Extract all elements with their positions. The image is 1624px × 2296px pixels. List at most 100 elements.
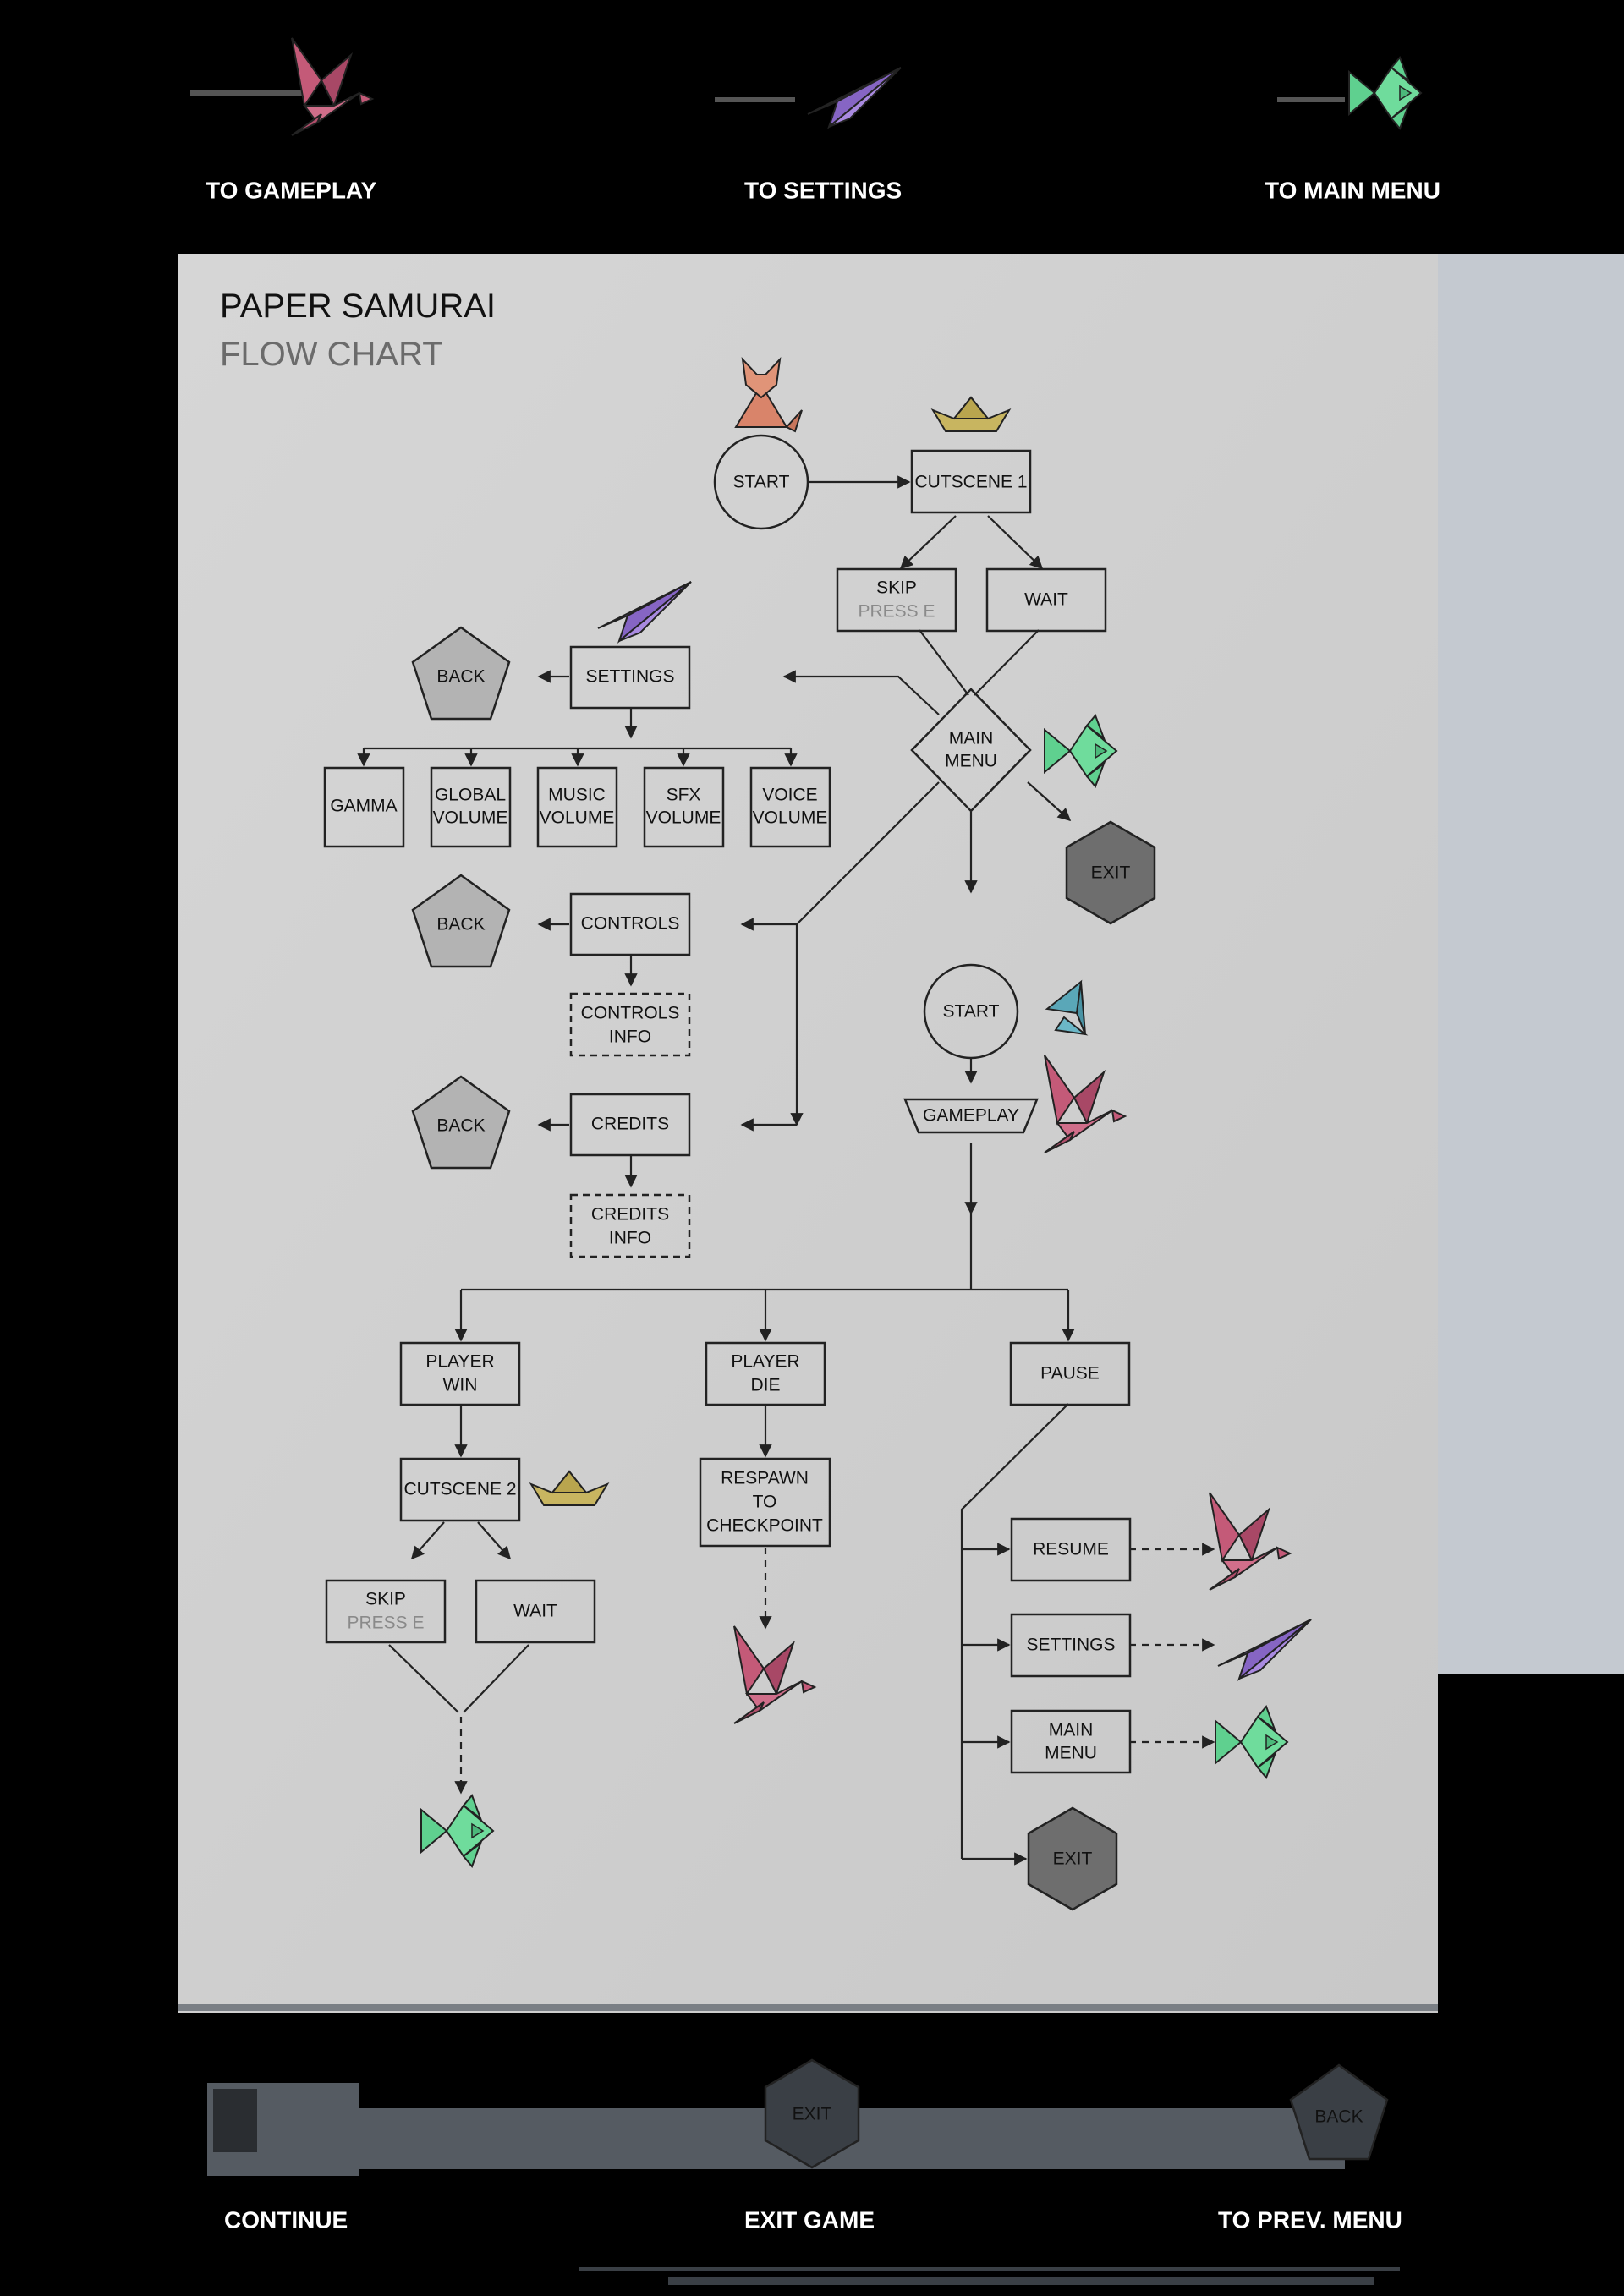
hexagon-icon [764, 2058, 860, 2169]
node-credits-info: CREDITS INFO [569, 1193, 691, 1258]
svg-text:CUTSCENE 2: CUTSCENE 2 [403, 1480, 516, 1499]
svg-text:WIN: WIN [443, 1376, 478, 1395]
svg-text:MAIN: MAIN [1049, 1721, 1094, 1740]
svg-text:SETTINGS: SETTINGS [585, 667, 674, 687]
node-skip-2: SKIP PRESS E [325, 1579, 447, 1644]
svg-text:PRESS E: PRESS E [858, 602, 935, 622]
svg-text:SETTINGS: SETTINGS [1026, 1636, 1115, 1655]
node-back-settings: BACK [411, 626, 511, 721]
svg-text:CONTROLS: CONTROLS [581, 1004, 680, 1023]
svg-text:INFO: INFO [609, 1027, 651, 1047]
pentagon-icon [1289, 2063, 1389, 2161]
node-start-1: START [713, 434, 809, 530]
node-global-volume: GLOBAL VOLUME [430, 766, 512, 848]
node-main-menu-pause: MAIN MENU [1010, 1709, 1132, 1774]
crane-icon [291, 37, 373, 136]
legend-label: TO SETTINGS [744, 178, 902, 204]
svg-text:VOICE: VOICE [762, 786, 817, 805]
node-skip-1: SKIP PRESS E [836, 567, 957, 633]
svg-text:WAIT: WAIT [513, 1602, 557, 1621]
svg-text:EXIT: EXIT [793, 2105, 832, 2124]
svg-text:SFX: SFX [667, 786, 701, 805]
node-controls: CONTROLS [569, 892, 691, 956]
node-settings: SETTINGS [569, 645, 691, 710]
svg-text:CUTSCENE 1: CUTSCENE 1 [914, 473, 1027, 492]
svg-text:DIE: DIE [750, 1376, 780, 1395]
node-main-menu: MAIN MENU [910, 688, 1032, 813]
svg-text:CREDITS: CREDITS [591, 1205, 669, 1225]
node-pause: PAUSE [1009, 1341, 1131, 1406]
legend-to-prev-menu: BACK TO PREV. MENU [1218, 2063, 1402, 2233]
svg-text:EXIT: EXIT [1091, 863, 1131, 883]
svg-text:MAIN: MAIN [949, 729, 994, 748]
node-cutscene-2: CUTSCENE 2 [399, 1457, 521, 1522]
svg-text:VOLUME: VOLUME [540, 808, 615, 828]
connectors [357, 475, 1215, 1866]
svg-text:CHECKPOINT: CHECKPOINT [706, 1516, 823, 1536]
node-credits: CREDITS [569, 1093, 691, 1157]
svg-text:CONTROLS: CONTROLS [581, 914, 680, 934]
svg-text:PLAYER: PLAYER [731, 1352, 799, 1372]
page-subtitle: FLOW CHART [220, 336, 443, 373]
svg-text:BACK: BACK [436, 915, 485, 934]
svg-text:BACK: BACK [436, 667, 485, 687]
legend-to-main-menu: TO MAIN MENU [1265, 57, 1440, 204]
node-player-win: PLAYER WIN [399, 1341, 521, 1406]
legend-label: TO MAIN MENU [1265, 178, 1440, 204]
fish-icon [1348, 57, 1422, 129]
svg-text:RESUME: RESUME [1033, 1540, 1109, 1559]
node-wait-2: WAIT [475, 1579, 596, 1644]
paper-sheet [178, 254, 1438, 2013]
legend-label: TO GAMEPLAY [206, 178, 377, 204]
node-start-2: START [923, 963, 1019, 1060]
svg-text:START: START [733, 473, 790, 492]
bird-icon [1045, 979, 1089, 1036]
svg-text:SKIP: SKIP [365, 1590, 406, 1609]
svg-text:GAMMA: GAMMA [330, 797, 397, 816]
svg-text:VOLUME: VOLUME [646, 808, 721, 828]
paper-plane-icon [807, 67, 902, 128]
node-cutscene-1: CUTSCENE 1 [910, 449, 1032, 514]
node-voice-volume: VOICE VOLUME [749, 766, 831, 848]
svg-text:SKIP: SKIP [876, 578, 917, 598]
svg-text:MUSIC: MUSIC [548, 786, 606, 805]
svg-text:GLOBAL: GLOBAL [435, 786, 506, 805]
svg-text:WAIT: WAIT [1024, 590, 1068, 610]
node-gameplay: GAMEPLAY [903, 1098, 1039, 1134]
svg-text:PLAYER: PLAYER [425, 1352, 494, 1372]
node-controls-info: CONTROLS INFO [569, 992, 691, 1057]
node-resume: RESUME [1010, 1517, 1132, 1582]
node-exit-pause: EXIT [1027, 1806, 1118, 1911]
node-settings-pause: SETTINGS [1010, 1613, 1132, 1678]
svg-text:VOLUME: VOLUME [753, 808, 828, 828]
svg-text:INFO: INFO [609, 1229, 651, 1248]
page-title: PAPER SAMURAI [220, 288, 496, 325]
node-music-volume: MUSIC VOLUME [536, 766, 618, 848]
node-exit-main: EXIT [1065, 820, 1156, 925]
node-player-die: PLAYER DIE [705, 1341, 826, 1406]
svg-text:PAUSE: PAUSE [1040, 1364, 1100, 1384]
legend-label: EXIT GAME [744, 2207, 875, 2233]
legend-exit-game: EXIT EXIT GAME [744, 2058, 1345, 2233]
legend-to-settings: TO SETTINGS [715, 67, 902, 204]
legend-label: TO PREV. MENU [1218, 2207, 1402, 2233]
svg-text:EXIT: EXIT [1053, 1849, 1093, 1869]
node-sfx-volume: SFX VOLUME [643, 766, 725, 848]
svg-text:START: START [943, 1002, 1000, 1022]
svg-text:BACK: BACK [436, 1116, 485, 1136]
svg-text:GAMEPLAY: GAMEPLAY [923, 1106, 1019, 1126]
svg-text:MENU: MENU [945, 752, 997, 771]
legend-to-gameplay: TO GAMEPLAY [190, 37, 377, 204]
node-respawn: RESPAWN TO CHECKPOINT [699, 1457, 831, 1548]
svg-text:RESPAWN: RESPAWN [721, 1469, 809, 1488]
node-back-controls: BACK [411, 874, 511, 968]
node-wait-1: WAIT [985, 567, 1107, 633]
node-back-credits: BACK [411, 1075, 511, 1170]
svg-text:CREDITS: CREDITS [591, 1115, 669, 1134]
svg-text:PRESS E: PRESS E [347, 1614, 424, 1633]
fox-icon [734, 357, 803, 433]
svg-text:BACK: BACK [1314, 2107, 1363, 2127]
svg-text:MENU: MENU [1045, 1744, 1097, 1763]
svg-text:VOLUME: VOLUME [433, 808, 508, 828]
legend-bottom: CONTINUE EXIT EXIT GAME BACK TO PREV. ME… [207, 2058, 1402, 2285]
